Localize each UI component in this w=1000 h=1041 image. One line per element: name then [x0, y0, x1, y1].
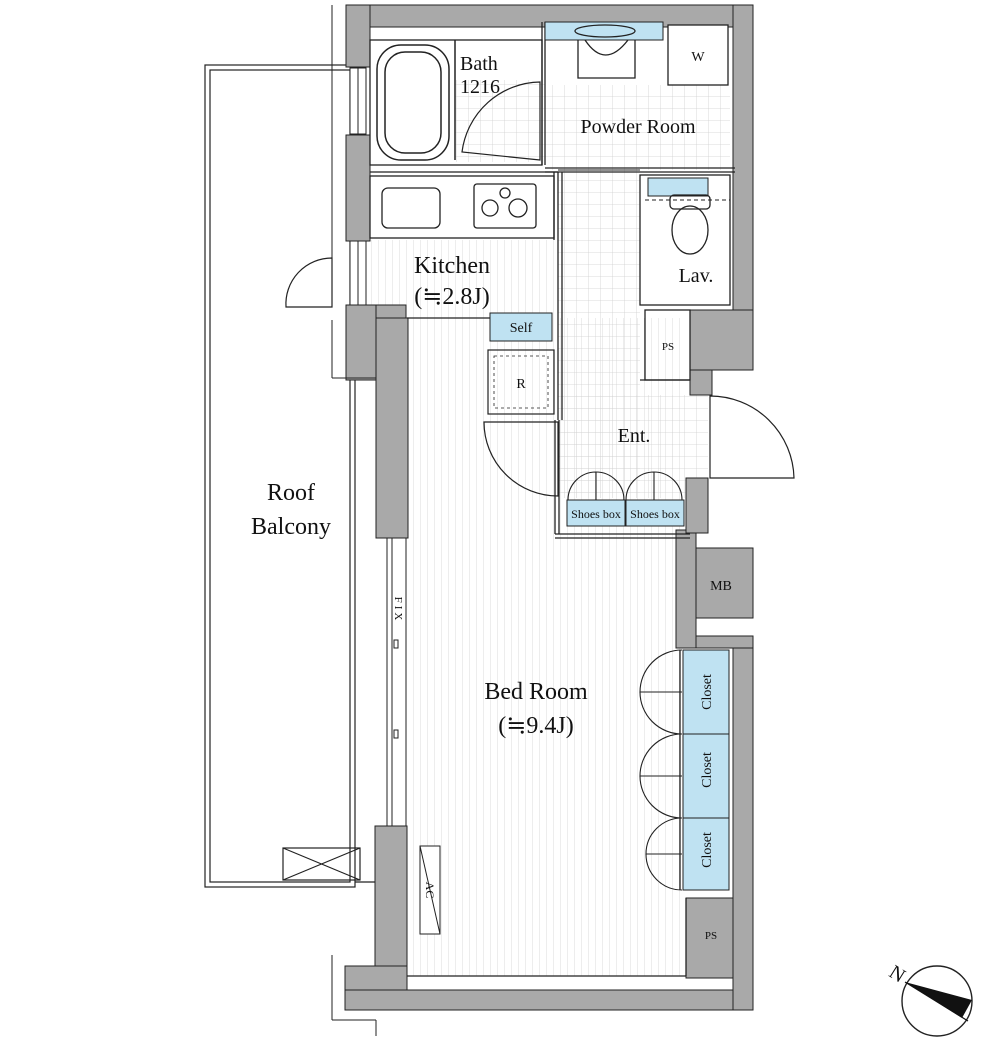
pipe-space-lower-label: PS [705, 930, 717, 942]
cooktop [473, 183, 537, 229]
self-shelf [489, 312, 553, 342]
bedroom-door[interactable] [483, 421, 559, 497]
closet-1-label: Closet [700, 674, 715, 710]
fix-window-label: FIX [392, 597, 404, 624]
closet-3 [682, 817, 730, 891]
toilet [669, 194, 711, 255]
shoes-box-left [566, 499, 626, 527]
bath-door[interactable] [461, 81, 541, 161]
bath-size-label: 1216 [460, 76, 500, 98]
meter-box-label: MB [710, 579, 732, 594]
kitchen-area-label: (≒2.8J) [414, 284, 489, 310]
walls [344, 4, 754, 1011]
kitchen-label: Kitchen [414, 253, 490, 279]
roof-balcony-label: Roof [267, 480, 315, 506]
partitions [369, 22, 735, 977]
compass-north-label: N [885, 961, 909, 987]
entrance-label: Ent. [618, 425, 651, 447]
roof-balcony [204, 64, 385, 888]
pipe-space-upper-label: PS [662, 341, 674, 353]
washer-label: W [691, 50, 705, 65]
bathtub [376, 40, 456, 161]
bed-room-area-label: (≒9.4J) [498, 713, 573, 739]
shoes-box-right [625, 499, 685, 527]
refrigerator-label: R [516, 377, 526, 392]
refrigerator [487, 349, 555, 415]
kitchen-sink [381, 187, 441, 229]
wash-basin [574, 24, 636, 79]
shoe-box-doors [567, 471, 683, 501]
self-shelf-label: Self [510, 321, 533, 336]
entrance-door[interactable] [709, 395, 795, 479]
bed-room-label: Bed Room [484, 679, 588, 705]
lav-tank [647, 177, 709, 197]
drain-mark [282, 847, 361, 881]
roof-balcony-label-line2: Balcony [251, 514, 331, 540]
bath-label: Bath [460, 53, 498, 75]
fix-window [386, 538, 407, 826]
closet-doors [639, 649, 683, 891]
exterior-lines [331, 5, 377, 1036]
left-window [349, 67, 367, 135]
closet-2-label: Closet [700, 752, 715, 788]
powder-room-floor [545, 85, 730, 170]
balcony-door[interactable] [285, 257, 333, 308]
closet-2 [682, 733, 730, 819]
compass: N [885, 961, 973, 1037]
compass-needle-icon [905, 982, 972, 1018]
washer [667, 24, 729, 86]
lavatory-label: Lav. [679, 265, 714, 287]
air-conditioner-label: AC [423, 882, 437, 899]
closet-3-label: Closet [700, 832, 715, 868]
shoes-box-right-label: Shoes box [630, 507, 680, 521]
kitchen-window [349, 240, 367, 306]
powder-room-label: Powder Room [581, 116, 696, 138]
shoes-box-left-label: Shoes box [571, 507, 621, 521]
